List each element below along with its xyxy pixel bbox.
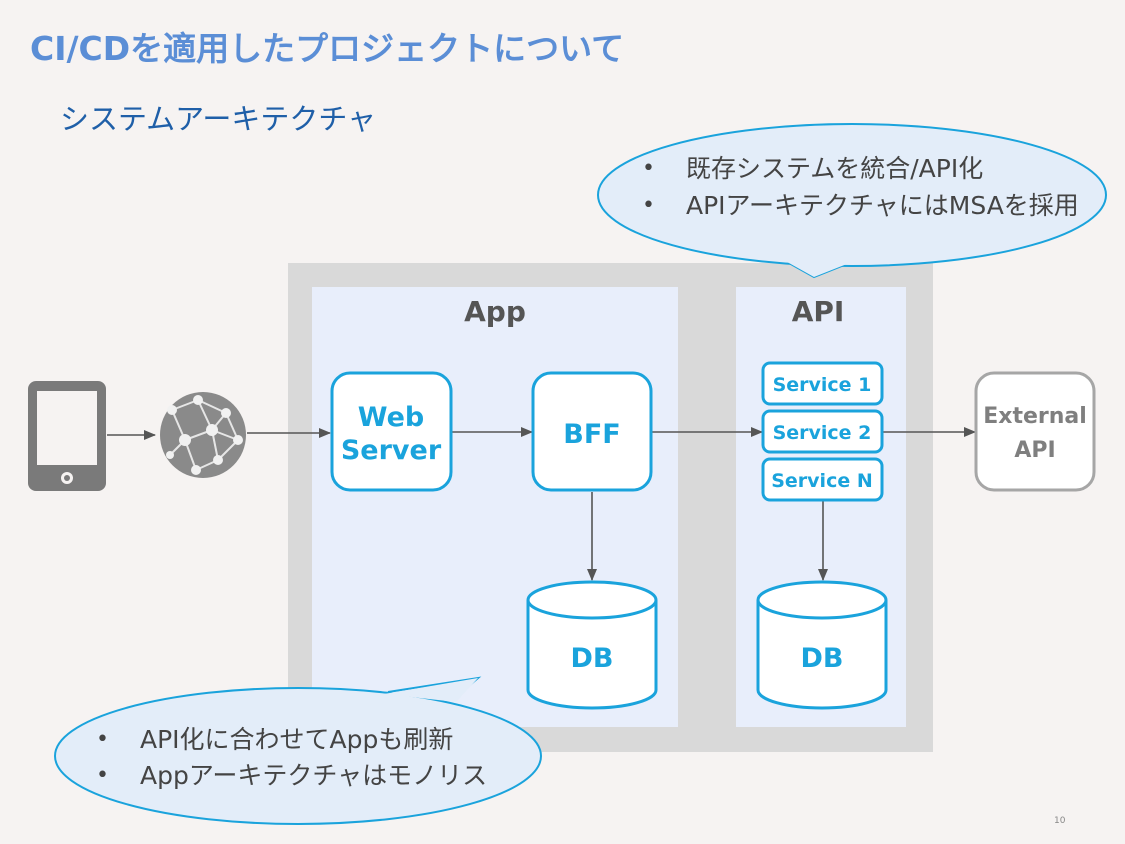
web-server-label-line-1: Web [358,402,424,433]
api-region-label: API [792,295,845,328]
service-node-n: Service N [761,457,884,502]
api-db-label: DB [801,643,844,674]
bff-label: BFF [563,419,620,450]
callout-top-item-1: 既存システムを統合/API化 [686,154,983,183]
service-n-label: Service N [771,470,873,492]
callout-bottom-bullet-2: • [96,763,109,788]
callout-top-item-2: APIアーキテクチャにはMSAを採用 [686,191,1079,220]
app-db-label: DB [571,643,614,674]
web-server-node: Web Server [330,371,453,492]
callout-bottom-item-2: Appアーキテクチャはモノリス [140,761,487,790]
external-api-label-line-2: API [1014,438,1055,463]
app-db-cylinder: DB [526,580,658,710]
service-1-label: Service 1 [773,374,872,396]
callout-top-bullet-2: • [642,193,655,218]
callout-bottom: • API化に合わせてAppも刷新 • Appアーキテクチャはモノリス [54,676,542,825]
callout-top-bullet-1: • [642,156,655,181]
network-globe-icon [160,392,246,478]
service-2-label: Service 2 [773,422,872,444]
service-node-2: Service 2 [761,409,884,454]
slide-title: CI/CDを適用したプロジェクトについて [30,29,625,68]
web-server-label-line-2: Server [341,435,442,466]
tablet-icon [28,381,106,491]
api-db-cylinder: DB [756,580,888,710]
external-api-label-line-1: External [983,404,1087,429]
slide-subtitle: システムアーキテクチャ [60,102,377,136]
service-node-1: Service 1 [761,361,884,406]
callout-bottom-item-1: API化に合わせてAppも刷新 [140,725,453,754]
app-region-label: App [464,295,526,328]
external-api-node: External API [974,371,1096,492]
bff-node: BFF [531,371,653,492]
page-number: 10 [1054,816,1066,826]
callout-top: • 既存システムを統合/API化 • APIアーキテクチャにはMSAを採用 [597,123,1107,279]
callout-bottom-bullet-1: • [96,727,109,752]
